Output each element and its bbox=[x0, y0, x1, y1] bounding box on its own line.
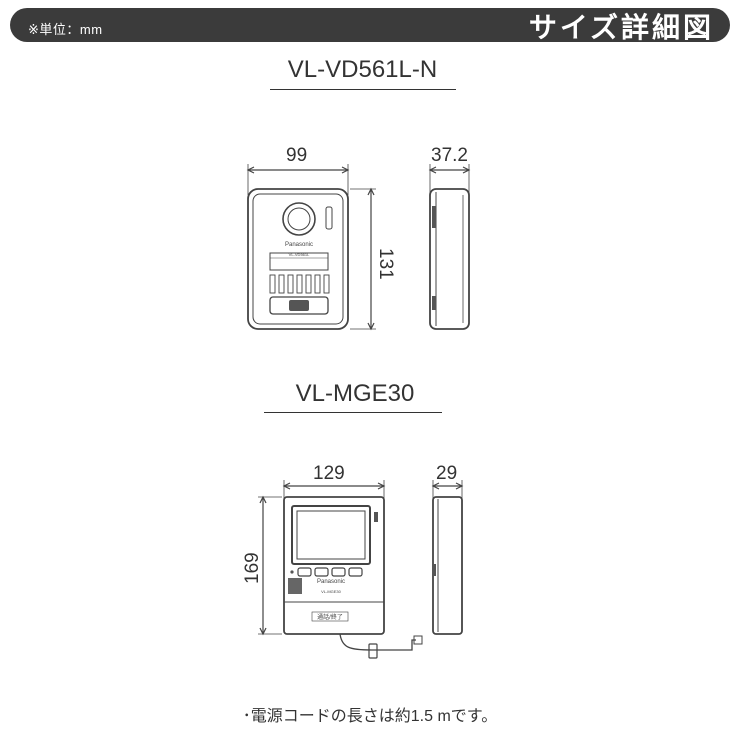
header-bar bbox=[10, 8, 730, 42]
door-station-side-view bbox=[428, 164, 471, 330]
monitor-depth-label: 29 bbox=[436, 463, 458, 484]
monitor-brand-text: Panasonic bbox=[317, 579, 345, 585]
door-station-width-label: 99 bbox=[286, 145, 308, 166]
door-station-model-text: VL-VD561L bbox=[289, 252, 310, 257]
monitor-title-rule bbox=[264, 412, 442, 413]
monitor-model-text: VL-MGE30 bbox=[321, 589, 342, 594]
door-station-depth-label: 37.2 bbox=[431, 145, 468, 166]
unit-note: ※単位：mm bbox=[28, 22, 103, 37]
footnote: ･電源コードの長さは約1.5 mです。 bbox=[242, 708, 498, 725]
section-title: サイズ詳細図 bbox=[528, 12, 714, 43]
monitor-model-name: VL-MGE30 bbox=[295, 380, 415, 407]
monitor-talk-button-text: 通話/終了 bbox=[317, 613, 343, 621]
monitor-width-label: 129 bbox=[313, 463, 345, 484]
door-station-title-rule bbox=[270, 89, 456, 90]
door-station-brand-text: Panasonic bbox=[285, 242, 313, 248]
door-station-front-view bbox=[246, 164, 350, 330]
monitor-front-view bbox=[282, 480, 423, 659]
door-station-model-name: VL-VD561L-N bbox=[287, 56, 438, 83]
monitor-side-view bbox=[431, 480, 464, 635]
